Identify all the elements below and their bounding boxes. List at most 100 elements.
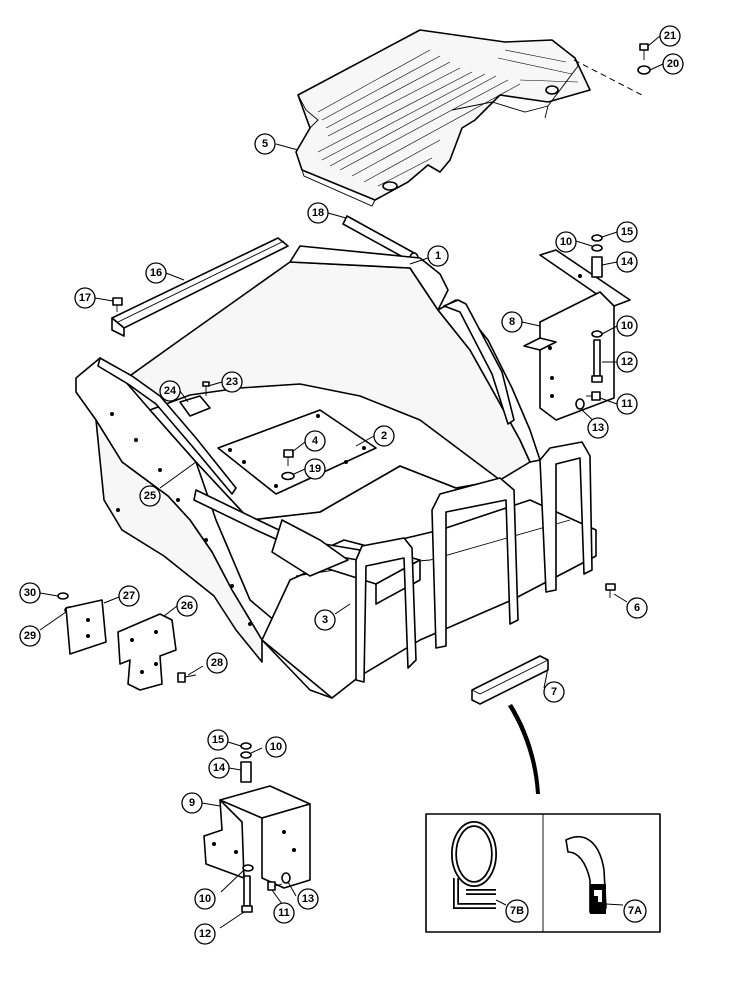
svg-text:11: 11: [278, 907, 290, 919]
bolt-6: [605, 583, 616, 598]
svg-text:12: 12: [199, 928, 211, 940]
svg-text:1: 1: [435, 250, 441, 262]
callout-9: 9: [181, 792, 203, 814]
callout-25: 25: [139, 485, 161, 507]
seal-profile-7a: [565, 835, 607, 914]
callout-7b: 7B: [505, 899, 529, 923]
washer-10c: [240, 751, 252, 759]
svg-text:14: 14: [621, 256, 634, 268]
callout-7a: 7A: [623, 899, 647, 923]
callout-10-bottom-top: 10: [265, 736, 287, 758]
svg-text:6: 6: [634, 602, 640, 614]
nut-15b: [240, 742, 252, 750]
callout-15-top: 15: [616, 221, 638, 243]
fender-body: [75, 245, 597, 699]
callout-24: 24: [159, 380, 181, 402]
callout-10-top: 10: [555, 231, 577, 253]
svg-text:13: 13: [592, 422, 604, 434]
handrail-front: [431, 441, 593, 649]
leader-lines: [39, 35, 664, 929]
callout-5: 5: [254, 133, 276, 155]
floor-plate-3: [271, 519, 349, 577]
callout-16: 16: [145, 262, 167, 284]
bolt-28: [177, 672, 197, 683]
callout-30: 30: [19, 582, 41, 604]
washer-13a: [575, 398, 585, 410]
callout-12-top: 12: [616, 351, 638, 373]
svg-text:10: 10: [560, 236, 572, 248]
svg-text:18: 18: [312, 207, 324, 219]
svg-text:25: 25: [144, 490, 156, 502]
svg-text:26: 26: [181, 600, 193, 612]
detail-box: [425, 813, 661, 933]
callout-4: 4: [304, 430, 326, 452]
callout-14-top: 14: [616, 251, 638, 273]
svg-text:4: 4: [312, 435, 319, 447]
callout-20: 20: [662, 53, 684, 75]
svg-text:7: 7: [551, 686, 557, 698]
bolt-12b: [241, 875, 253, 913]
callout-1: 1: [427, 245, 449, 267]
svg-text:30: 30: [24, 587, 36, 599]
svg-text:5: 5: [262, 138, 268, 150]
svg-text:12: 12: [621, 356, 633, 368]
svg-text:10: 10: [621, 320, 633, 332]
plate-27: [65, 599, 107, 655]
svg-text:15: 15: [212, 734, 224, 746]
svg-text:11: 11: [621, 398, 633, 410]
svg-text:17: 17: [79, 292, 91, 304]
svg-text:10: 10: [270, 741, 282, 753]
callout-3: 3: [314, 609, 336, 631]
bracket-9: [203, 785, 311, 889]
callout-7: 7: [543, 681, 565, 703]
trim-16: [111, 237, 289, 337]
svg-text:24: 24: [164, 385, 177, 397]
callout-27: 27: [118, 585, 140, 607]
svg-text:3: 3: [322, 614, 328, 626]
washer-13b: [281, 872, 291, 884]
bracket-26: [117, 613, 177, 691]
callout-10-mid: 10: [616, 315, 638, 337]
svg-text:14: 14: [213, 762, 226, 774]
svg-text:21: 21: [664, 30, 676, 42]
nut-30: [57, 592, 69, 600]
bolt-11b: [267, 881, 283, 891]
callout-19: 19: [304, 458, 326, 480]
bolt-11a: [586, 391, 601, 401]
svg-text:13: 13: [302, 893, 314, 905]
callout-12-bottom: 12: [194, 923, 216, 945]
svg-text:19: 19: [309, 463, 321, 475]
bolt-4: [283, 449, 294, 466]
callout-13-bottom: 13: [297, 888, 319, 910]
grab-handle: [443, 299, 515, 425]
svg-text:15: 15: [621, 226, 633, 238]
callout-29: 29: [19, 625, 41, 647]
callout-6: 6: [626, 597, 648, 619]
callout-15-bottom: 15: [207, 729, 229, 751]
callout-11-top: 11: [616, 393, 638, 415]
callout-21: 21: [659, 25, 681, 47]
spacer-14b: [240, 761, 252, 783]
svg-text:27: 27: [123, 590, 135, 602]
washer-10b: [591, 330, 603, 338]
svg-text:23: 23: [226, 376, 238, 388]
seal-strip-7: [471, 655, 549, 794]
callout-18: 18: [307, 202, 329, 224]
nut-20: [637, 65, 651, 75]
bolt-12a: [591, 339, 603, 383]
svg-text:20: 20: [667, 58, 679, 70]
svg-text:8: 8: [509, 316, 515, 328]
bracket-8: [523, 249, 631, 421]
svg-text:2: 2: [381, 430, 387, 442]
handrail-left: [355, 537, 417, 683]
svg-text:7A: 7A: [628, 905, 642, 917]
floor-mat: [295, 29, 643, 207]
callout-23: 23: [221, 371, 243, 393]
callout-28: 28: [206, 652, 228, 674]
svg-text:16: 16: [150, 267, 162, 279]
bolt-21: [639, 43, 649, 60]
svg-text:10: 10: [199, 893, 211, 905]
svg-text:9: 9: [189, 797, 195, 809]
callout-10-bottom: 10: [194, 888, 216, 910]
